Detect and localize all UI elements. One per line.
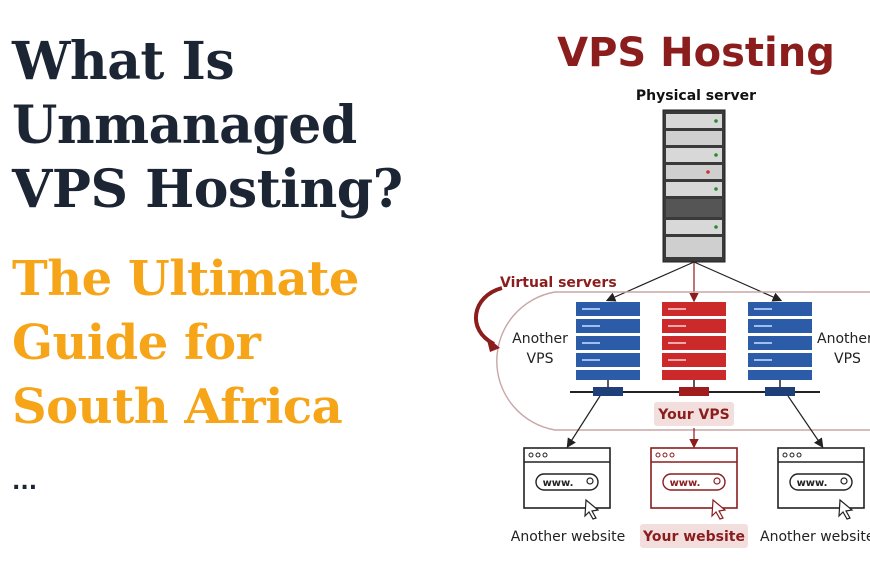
- curved-arrow-icon: [474, 286, 503, 346]
- subheadline-line-1: The Ultimate: [12, 251, 359, 307]
- virtual-servers-enclosure: [496, 291, 870, 431]
- diagram-title: VPS Hosting: [557, 30, 835, 76]
- physical-server-icon: [662, 109, 726, 263]
- right-vps-label-line-1: Another: [817, 331, 870, 347]
- subheadline-line-2: Guide for: [12, 315, 261, 371]
- website-left-icon: [523, 447, 611, 520]
- right-website-label: Another website: [760, 529, 870, 545]
- your-website-badge: [640, 524, 748, 548]
- vps-diagram-svg: VPS Hosting Physical server Virtual serv…: [474, 30, 870, 548]
- website-right-icon: [777, 447, 865, 520]
- vps-server-right-icon: [748, 302, 812, 380]
- url-text-center: www.: [670, 478, 701, 489]
- subheadline-line-3: South Africa: [12, 379, 343, 435]
- left-website-label: Another website: [511, 529, 625, 545]
- headline-line-1: What Is: [12, 31, 235, 92]
- vps-hosting-diagram: VPS Hosting Physical server Virtual serv…: [450, 0, 870, 570]
- your-vps-badge: [654, 402, 734, 426]
- right-vps-label-line-2: VPS: [834, 351, 861, 367]
- physical-server-label: Physical server: [636, 88, 756, 104]
- website-yours-icon: [650, 447, 738, 520]
- url-text-left: www.: [543, 478, 574, 489]
- left-vps-label-line-2: VPS: [527, 351, 554, 367]
- your-website-label: Your website: [642, 529, 745, 545]
- subheadline: The Ultimate Guide for South Africa: [12, 247, 432, 439]
- ellipsis-text: ...: [12, 470, 38, 495]
- headline: What Is Unmanaged VPS Hosting?: [12, 30, 432, 222]
- vps-server-left-icon: [576, 302, 640, 380]
- virtual-servers-label: Virtual servers: [500, 275, 617, 291]
- your-vps-label: Your VPS: [657, 407, 729, 423]
- headline-line-2: Unmanaged: [12, 95, 357, 156]
- url-text-right: www.: [797, 478, 828, 489]
- vps-server-yours-icon: [662, 302, 726, 380]
- left-vps-label-line-1: Another: [512, 331, 568, 347]
- headline-line-3: VPS Hosting?: [12, 159, 403, 220]
